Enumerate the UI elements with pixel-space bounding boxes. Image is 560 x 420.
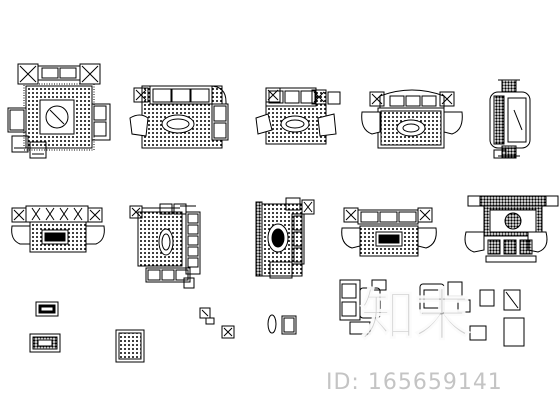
watermark-logo: 知末 <box>359 283 471 350</box>
watermark-id: ID: 165659141 <box>326 370 503 395</box>
curved-sofa-round-table <box>255 197 315 279</box>
l-shaped-sofa-set <box>129 85 229 149</box>
loose-chairs-and-table <box>199 307 297 339</box>
small-rugs <box>29 301 145 363</box>
sofa-set-rect-table <box>341 207 437 257</box>
carved-chinese-sofa-set <box>464 195 559 263</box>
vertical-sofa-wall-unit <box>489 79 531 159</box>
tv-wall-sofa-set <box>11 205 105 253</box>
corner-sofa-set-oval-table <box>255 87 341 145</box>
dining-sofa-group <box>339 279 525 347</box>
square-rug-sofa-set <box>7 63 111 159</box>
sectional-sofa-oval-table <box>129 203 201 289</box>
curved-sofa-set-rug <box>361 89 463 149</box>
